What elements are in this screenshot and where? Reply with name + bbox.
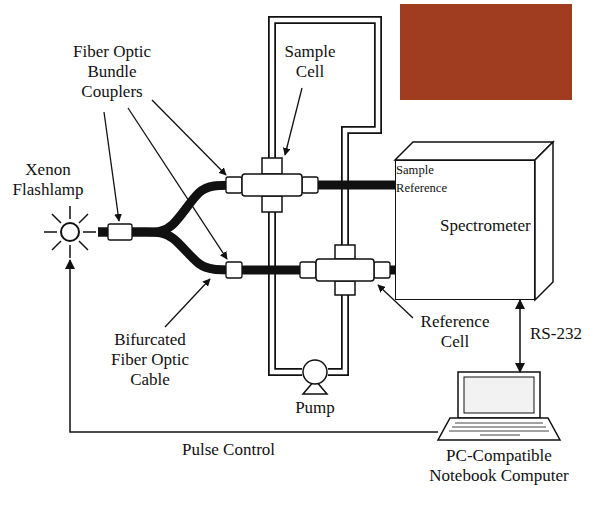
leader-line xyxy=(104,112,119,221)
signal-arrow xyxy=(70,260,438,432)
ray xyxy=(79,241,88,250)
port-label: Reference xyxy=(396,179,534,197)
fiber-coupler xyxy=(226,177,242,193)
fiber-coupler xyxy=(302,177,318,193)
laptop-screen xyxy=(464,377,534,413)
node-label: PC-Compatible Notebook Computer xyxy=(424,446,574,486)
ray xyxy=(69,206,71,219)
leader-line xyxy=(285,88,302,155)
computer-node: PC-Compatible Notebook Computer xyxy=(438,372,560,440)
fiber-coupler xyxy=(226,262,242,278)
fiber-coupler xyxy=(300,262,316,278)
leader-line xyxy=(128,108,227,259)
laptop-lid xyxy=(458,372,540,418)
node-title: Spectrometer xyxy=(440,216,531,236)
signal-arrow xyxy=(519,300,521,372)
tube xyxy=(272,20,378,246)
fiber-coupler xyxy=(108,224,132,240)
part-label: Bifurcated Fiber Optic Cable xyxy=(105,330,195,390)
ray xyxy=(44,231,57,233)
leader-line xyxy=(152,100,226,175)
lamp-rays xyxy=(44,206,96,258)
sample-cell-symbol xyxy=(242,158,302,212)
cell-port xyxy=(335,245,355,259)
tube xyxy=(272,212,302,372)
port-label: Sample xyxy=(396,161,534,179)
leader-lines xyxy=(104,88,413,327)
cell-body xyxy=(242,174,302,196)
laptop-keys xyxy=(449,423,549,435)
pump-symbol xyxy=(303,360,327,384)
tube xyxy=(272,20,378,246)
key-row xyxy=(455,423,543,424)
cell-port xyxy=(262,158,282,174)
tube xyxy=(272,212,302,372)
cube-side-face xyxy=(535,142,553,300)
reference-cell-symbol xyxy=(316,245,374,295)
laptop-base xyxy=(438,418,560,440)
flashlamp-symbol xyxy=(61,223,79,241)
ray xyxy=(69,245,71,258)
part-label: Fiber Optic Bundle Couplers xyxy=(62,42,162,102)
tube xyxy=(328,294,345,372)
signal-label: Pulse Control xyxy=(180,440,277,460)
signal-label: RS-232 xyxy=(528,324,584,344)
touchpad xyxy=(480,435,520,436)
leader-line xyxy=(165,279,210,327)
ray xyxy=(79,214,88,223)
part-label: Pump xyxy=(293,398,337,418)
tube xyxy=(328,294,345,372)
key-row xyxy=(449,431,549,432)
cell-port xyxy=(262,196,282,212)
cell-body xyxy=(316,259,374,281)
part-label: Sample Cell xyxy=(280,42,340,82)
color-swatch-photo xyxy=(400,4,572,100)
part-label: Reference Cell xyxy=(415,312,495,352)
cell-port xyxy=(335,281,355,295)
node-label: Xenon Flashlamp xyxy=(6,160,90,200)
flashlamp-node: Xenon Flashlamp xyxy=(42,204,98,260)
ray xyxy=(52,214,61,223)
cube-top-face xyxy=(395,142,553,160)
key-row xyxy=(452,427,546,428)
spectrometer-box: Spectrometer SampleReference xyxy=(395,160,535,300)
ray xyxy=(52,241,61,250)
fiber-coupler xyxy=(374,262,390,278)
ray xyxy=(83,231,96,233)
